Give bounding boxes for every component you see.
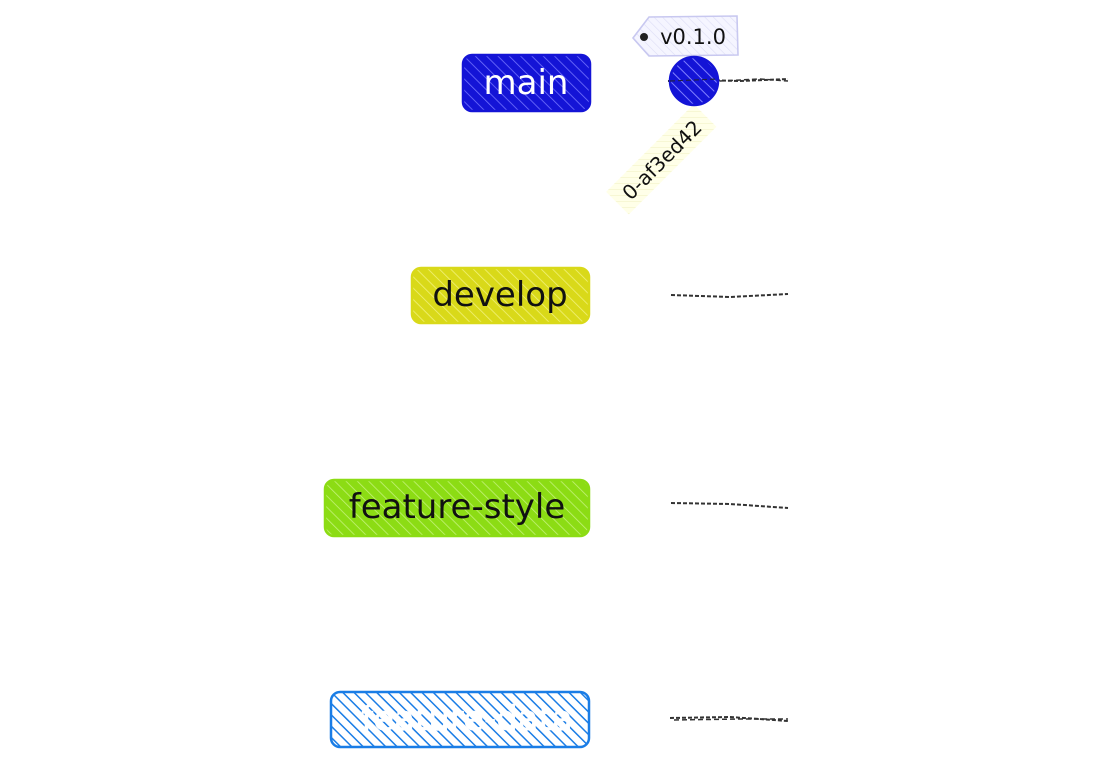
branch-label-main-text: main [484,63,569,103]
branch-label-feature-data-text: feature-data [361,699,573,739]
feature-data-branch-line [669,715,789,722]
tag-hole-icon [640,33,648,41]
branch-label-feature-style-text: feature-style [349,487,566,527]
commit-label-box [606,104,717,215]
branch-label-develop-text: develop [432,275,567,315]
tag-v0-1-0: v0.1.0 [631,15,739,57]
branch-label-feature-style: feature-style [323,478,591,538]
branch-label-main-box [461,53,592,113]
tag-shape [631,15,739,57]
feature-style-branch-line [670,502,789,509]
commit-node[interactable] [668,55,720,107]
branch-label-main: main [461,53,592,113]
branch-label-feature-data-box [329,690,591,749]
branch-label-develop: develop [410,266,591,325]
develop-branch-line [670,293,789,299]
commit-node-line-through [669,78,719,82]
branch-lanes [667,78,789,722]
branch-label-feature-data: feature-data [329,690,591,749]
branch-label-develop-box [410,266,591,325]
branch-label-feature-style-box [323,478,591,538]
feature-data-branch-line-overstroke [673,718,788,721]
tag-text: v0.1.0 [660,25,726,49]
commit-node-circle[interactable] [668,55,720,107]
commit-label-text: 0-af3ed42 [617,115,706,204]
commit-label: 0-af3ed42 [606,104,717,215]
